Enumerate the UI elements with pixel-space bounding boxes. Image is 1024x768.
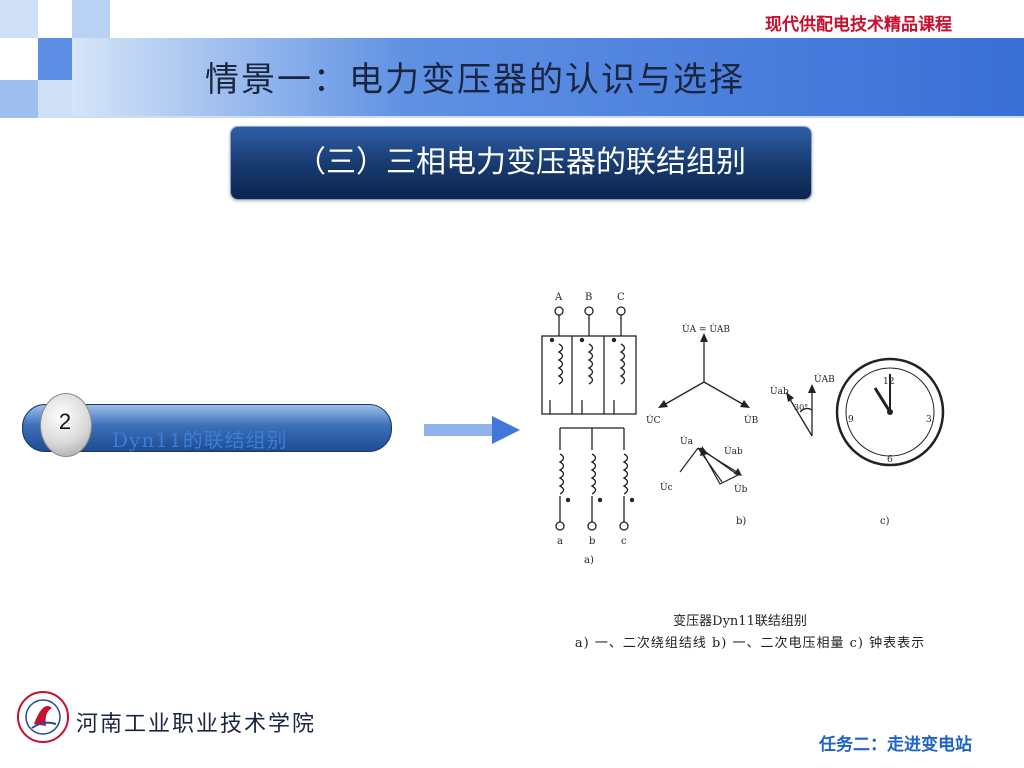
part-label-a: a) xyxy=(584,555,594,566)
phasor-label-Uc: U̇c xyxy=(660,481,673,493)
terminal-label-B: B xyxy=(585,292,592,303)
part-label-c: c) xyxy=(880,516,890,527)
terminal-label-c: c xyxy=(621,536,627,547)
angle-label: 30° xyxy=(794,403,808,412)
clock-number-6: 6 xyxy=(887,455,893,465)
right-arrow-icon xyxy=(424,416,520,444)
phasor-label-UA: U̇A = U̇AB xyxy=(682,323,730,335)
phasor-label-UC: U̇C xyxy=(646,414,661,426)
terminal-label-a: a xyxy=(557,536,563,547)
section-title: （三）三相电力变压器的联结组别 xyxy=(296,145,746,180)
phasor-label-Ub: U̇b xyxy=(734,483,748,495)
task-label: 任务二：走进变电站 xyxy=(819,735,972,755)
phasor-label-UB: U̇B xyxy=(744,414,759,426)
item-number: 2 xyxy=(58,409,72,434)
decor-square xyxy=(38,80,72,118)
title-band-divider xyxy=(72,116,1024,118)
page-title: 情景一：电力变压器的认识与选择 xyxy=(205,60,745,100)
phasor-label-Uab-clock: U̇ab xyxy=(770,385,789,397)
terminal-label-C: C xyxy=(617,292,625,303)
clock-number-9: 9 xyxy=(848,415,854,425)
transformer-connection-diagram: A B C a b c a) b) c) U̇A = U̇AB U̇B U̇C … xyxy=(541,292,945,566)
phasor-label-Uab: U̇ab xyxy=(724,445,743,457)
decor-square xyxy=(72,0,110,38)
phasor-label-UAB: U̇AB xyxy=(814,373,835,385)
decor-square xyxy=(0,80,38,118)
terminal-label-A: A xyxy=(554,292,563,303)
decor-square xyxy=(38,38,72,80)
section-title-box: （三）三相电力变压器的联结组别 xyxy=(230,126,812,200)
clock-number-3: 3 xyxy=(926,415,932,425)
clock-number-12: 12 xyxy=(883,377,894,387)
figure-caption-subtitle: a) 一、二次绕组结线 b) 一、二次电压相量 c) 钟表表示 xyxy=(574,636,926,651)
terminal-label-b: b xyxy=(589,536,595,547)
item-number-badge xyxy=(40,393,92,457)
part-label-b: b) xyxy=(736,516,746,527)
title-band xyxy=(72,38,1024,118)
school-name: 河南工业职业技术学院 xyxy=(76,712,317,737)
figure-caption-title: 变压器Dyn11联结组别 xyxy=(673,614,807,629)
decor-square xyxy=(0,0,38,38)
item-label[interactable]: Dyn11的联结组别 xyxy=(112,428,288,452)
course-name: 现代供配电技术精品课程 xyxy=(765,15,952,35)
school-logo xyxy=(17,691,69,743)
phasor-label-Ua: U̇a xyxy=(680,435,694,447)
clock-icon: 12 3 6 9 xyxy=(835,357,945,467)
